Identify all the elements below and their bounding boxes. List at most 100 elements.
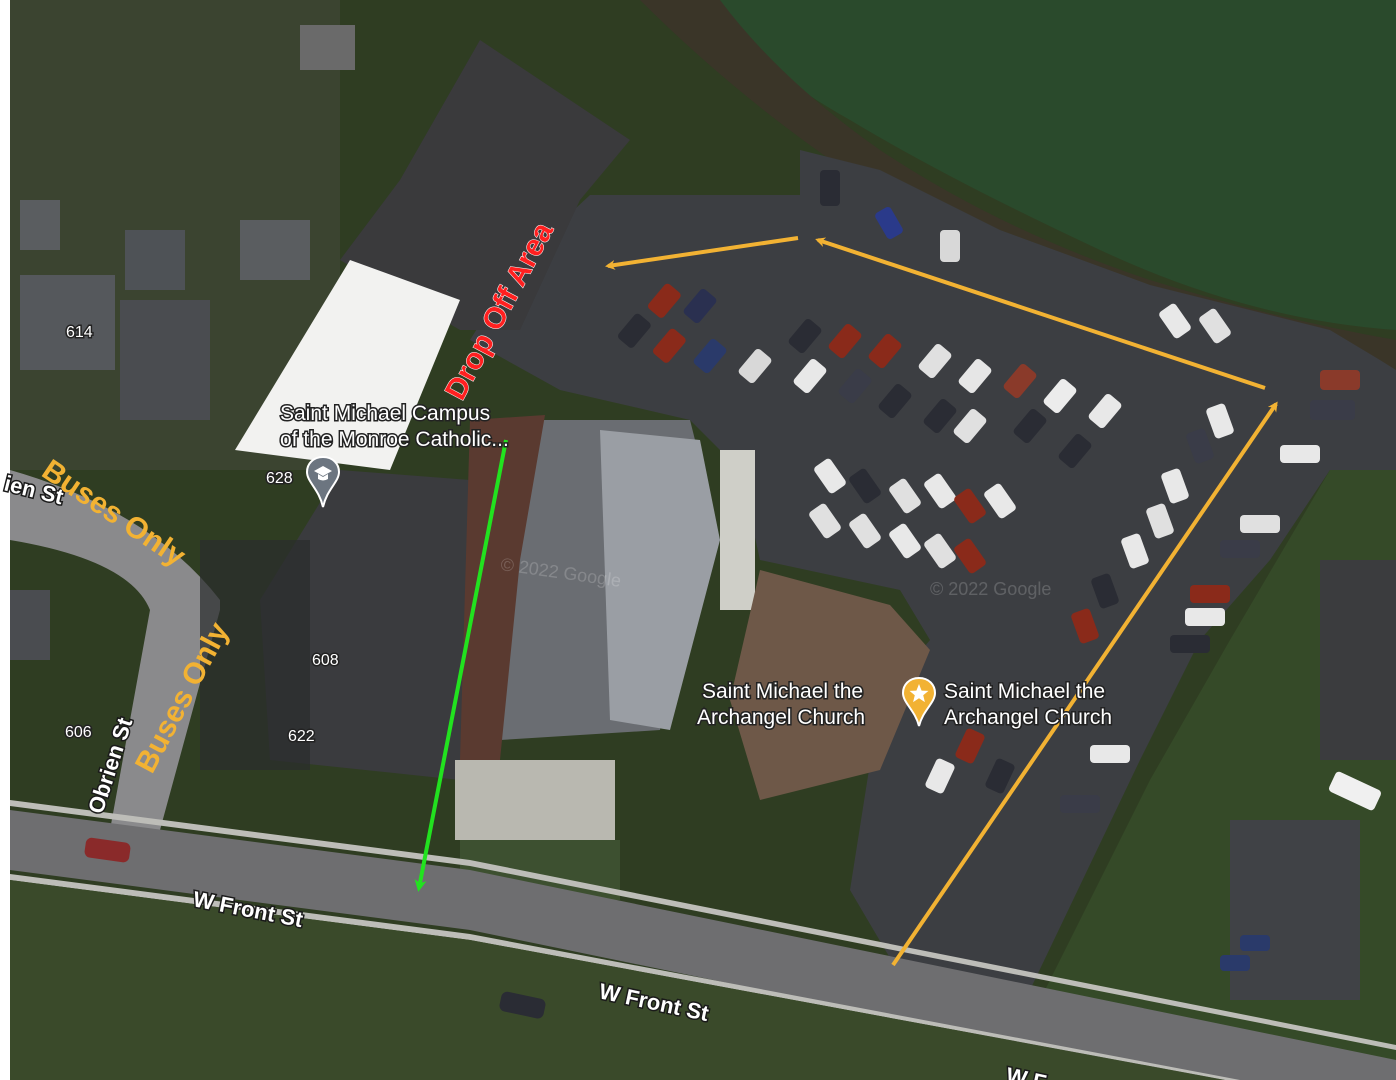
car	[1206, 403, 1234, 439]
pond-area	[700, 0, 1396, 330]
car	[1186, 428, 1214, 464]
church-roof-light	[600, 430, 720, 730]
car	[1310, 400, 1355, 420]
car	[875, 206, 903, 240]
car	[809, 503, 841, 539]
car	[1043, 378, 1077, 414]
poi-church-right-line2[interactable]: Archangel Church	[943, 705, 1114, 731]
route-arrow-dropoff	[605, 236, 799, 270]
car	[1220, 540, 1260, 558]
poi-campus-name-line1[interactable]: Saint Michael Campus	[279, 401, 492, 427]
car	[954, 488, 986, 524]
car	[889, 478, 921, 514]
car	[1280, 445, 1320, 463]
car	[1088, 393, 1122, 429]
church-pin	[901, 676, 937, 727]
car	[1220, 955, 1250, 971]
car	[618, 313, 651, 348]
car	[648, 283, 681, 318]
car	[1199, 308, 1231, 344]
car	[793, 358, 827, 394]
car	[953, 408, 987, 444]
right-building	[1320, 560, 1396, 760]
church-plaza	[455, 760, 615, 840]
poi-campus-name-line2[interactable]: of the Monroe Catholic...	[279, 427, 511, 453]
car	[1190, 585, 1230, 603]
car	[1170, 635, 1210, 653]
car	[84, 837, 131, 863]
car	[814, 458, 846, 494]
route-arrow-entry	[891, 401, 1278, 967]
car	[985, 758, 1015, 794]
house-roof	[125, 230, 185, 290]
car	[1058, 433, 1092, 469]
car	[868, 333, 902, 369]
car	[1240, 935, 1270, 951]
car	[923, 398, 957, 434]
rectory-roof	[730, 570, 930, 800]
car	[653, 328, 686, 363]
route-arrow-exit	[414, 439, 508, 892]
car	[958, 358, 992, 394]
car	[1329, 771, 1381, 811]
car	[1060, 795, 1100, 813]
graduation-cap-icon[interactable]	[305, 455, 341, 508]
car	[918, 343, 952, 379]
poi-church-left-line1[interactable]: Saint Michael the	[701, 679, 865, 705]
school-roof-dark-lower	[260, 470, 470, 780]
house-number-608: 608	[312, 652, 339, 669]
car	[1146, 503, 1174, 539]
poi-church-right-line1[interactable]: Saint Michael the	[943, 679, 1107, 705]
car	[954, 538, 986, 574]
school-shadow	[200, 540, 310, 770]
route-arrow-top	[815, 237, 1266, 390]
star-icon[interactable]	[901, 676, 937, 727]
car	[924, 533, 956, 569]
car	[889, 523, 921, 559]
car	[849, 468, 881, 504]
w-front-st-road	[10, 810, 1396, 1080]
house-roof	[20, 200, 60, 250]
house-number-622: 622	[288, 728, 315, 745]
car	[1159, 303, 1191, 339]
car	[828, 323, 862, 359]
school-roof-white	[235, 260, 460, 470]
graduation-cap-glyph	[314, 466, 332, 481]
graduation-cap-pin	[305, 455, 341, 508]
car	[955, 728, 985, 764]
south-lawn	[10, 880, 1225, 1080]
car	[1091, 573, 1119, 609]
house-606	[10, 590, 50, 660]
car	[683, 288, 717, 324]
map-watermark: © 2022 Google	[930, 579, 1051, 599]
poi-campus-number: 628	[266, 470, 293, 487]
school-roof-dark	[340, 40, 630, 330]
house-614	[20, 275, 115, 370]
parked-cars	[84, 170, 1381, 1019]
house-roof	[240, 220, 310, 280]
car	[693, 338, 727, 374]
car	[1161, 468, 1189, 504]
obrien-st-road	[10, 470, 220, 830]
car	[1240, 515, 1280, 533]
right-parking	[1230, 820, 1360, 1000]
car	[1003, 363, 1037, 399]
house-roof	[120, 300, 210, 420]
car	[1121, 533, 1149, 569]
car	[1320, 370, 1360, 390]
church-annex	[720, 450, 755, 610]
car	[878, 383, 912, 419]
car	[788, 318, 822, 354]
house-number-614: 614	[66, 324, 93, 341]
car	[849, 513, 881, 549]
poi-church-left-line2[interactable]: Archangel Church	[696, 705, 867, 731]
house-roof	[300, 25, 355, 70]
house-number-606: 606	[65, 724, 92, 741]
car	[1071, 608, 1099, 644]
car	[984, 483, 1016, 519]
car	[1185, 608, 1225, 626]
car	[940, 230, 960, 262]
car	[738, 348, 772, 384]
church-wall	[460, 415, 545, 760]
